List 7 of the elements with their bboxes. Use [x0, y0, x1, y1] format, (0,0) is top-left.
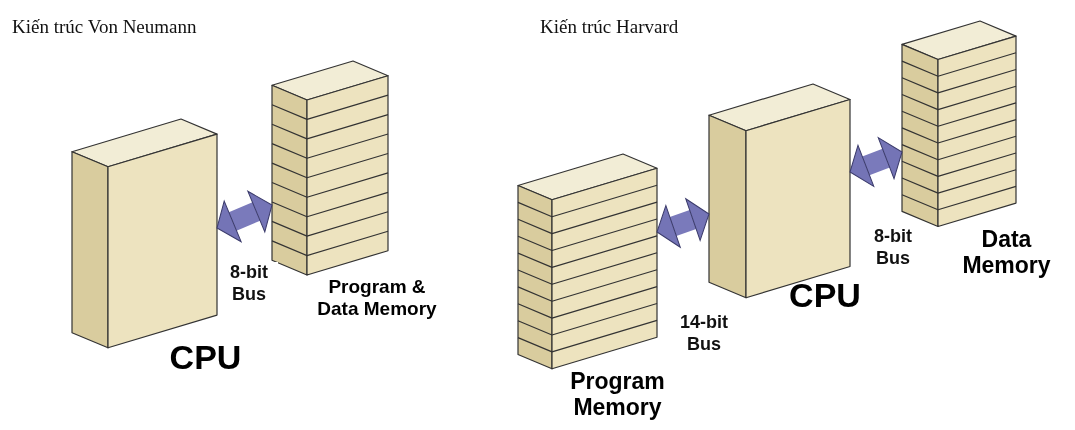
section-title: Kiến trúc Harvard — [540, 16, 679, 38]
block-caption: CPU — [168, 338, 243, 378]
section-title: Kiến trúc Von Neumann — [12, 16, 197, 38]
block-caption: CPU — [788, 276, 862, 316]
block-caption: Program Memory — [569, 368, 666, 421]
block-caption: Data Memory — [961, 226, 1052, 279]
block-caption: Program & Data Memory — [316, 276, 438, 320]
